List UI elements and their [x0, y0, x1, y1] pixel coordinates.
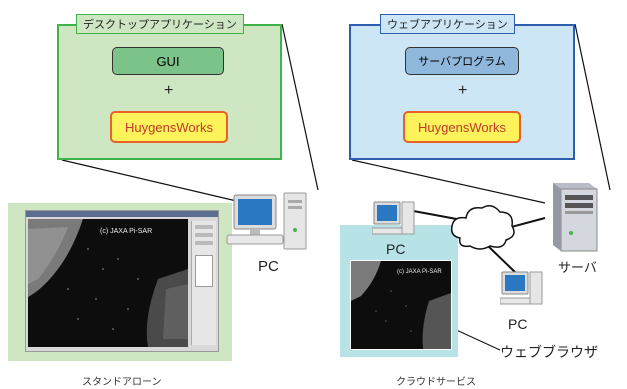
pc-main-label: PC [258, 258, 279, 275]
browser-pointer [451, 327, 501, 351]
network-cloud-icon [448, 200, 518, 254]
desktop-side-panel [191, 221, 216, 345]
web-connector-right [574, 23, 611, 191]
web-application-title: ウェブアプリケーション [380, 14, 515, 34]
left-huygensworks-module: HuygensWorks [110, 111, 228, 143]
sar-image: (c) JAXA Pi-SAR [28, 219, 188, 347]
standalone-caption: スタンドアローン [82, 377, 162, 388]
server-label: サーバ [558, 261, 597, 276]
pc-client1-icon [371, 200, 422, 244]
pc-client1-label: PC [386, 241, 406, 257]
web-connector-left [351, 159, 546, 204]
cloud-service-caption: クラウドサービス [396, 377, 476, 388]
browser-sar-window: (c) JAXA Pi-SAR [350, 260, 452, 350]
desktop-app-window: (c) JAXA Pi-SAR [25, 210, 219, 352]
pc-client2-label: PC [508, 316, 528, 332]
desktop-application-title: デスクトップアプリケーション [76, 14, 244, 34]
browser-watermark: (c) JAXA Pi-SAR [397, 269, 442, 275]
network-link-pc1 [407, 209, 463, 221]
browser-label: ウェブブラウザ [500, 345, 598, 361]
pc-computer-icon [222, 190, 332, 260]
left-plus: + [164, 82, 174, 99]
gui-module: GUI [112, 47, 224, 75]
network-link-pc2 [486, 244, 519, 276]
web-application-panel [349, 24, 575, 160]
server-icon [545, 183, 601, 255]
server-program-module: サーバプログラム [405, 47, 519, 75]
desktop-watermark: (c) JAXA Pi-SAR [100, 228, 152, 235]
right-huygensworks-module: HuygensWorks [403, 111, 521, 143]
right-plus: + [458, 82, 468, 99]
pc-client2-icon [499, 270, 550, 314]
desktop-connector-left [61, 159, 246, 204]
desktop-connector-right [281, 23, 319, 191]
